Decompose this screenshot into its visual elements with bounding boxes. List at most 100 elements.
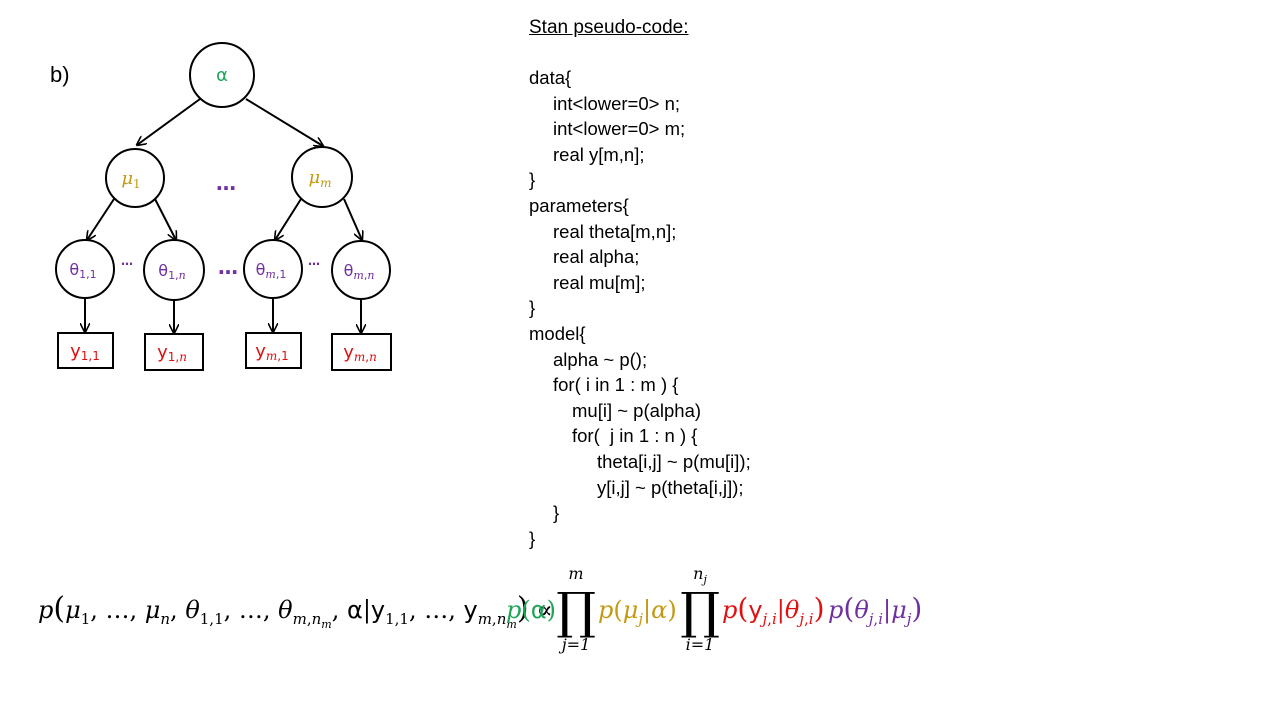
svg-text:θ1,1: θ1,1 [69, 260, 96, 281]
edge-mu1-theta1n [154, 198, 176, 240]
node-theta-m-1-sub: ,1 [276, 268, 287, 281]
node-y-m-1-sub: ,1 [277, 349, 288, 363]
node-theta-1-n-subi: n [179, 269, 186, 282]
node-y-1-1: y1,1 [57, 332, 114, 369]
node-theta-1-1: θ1,1 [55, 239, 115, 299]
svg-text:θ1,n: θ1,n [158, 261, 185, 282]
node-theta-1-n-base: θ [158, 261, 168, 280]
code-title: Stan pseudo-code: [529, 17, 689, 38]
formula-lhs-open: ( [53, 591, 65, 626]
product-1-lower: j=1 [559, 635, 591, 654]
product-2-symbol: ∏ [680, 582, 720, 640]
node-theta-m-n-subi: m [353, 269, 363, 282]
edge-mum-thetam1 [275, 198, 302, 240]
code-line: real y[m,n]; [553, 143, 645, 165]
node-y-1-1-sub: 1,1 [81, 349, 100, 363]
node-theta-m-1-base: θ [256, 260, 266, 279]
node-theta-m-1-subi: m [265, 268, 275, 281]
node-y-m-n-subi2: n [369, 350, 377, 364]
svg-text:θm,n: θm,n [344, 261, 375, 282]
node-theta-1-n: θ1,n [143, 239, 205, 301]
code-line: y[i,j] ~ p(theta[i,j]); [597, 476, 744, 498]
svg-text:p(α): p(α) [506, 596, 556, 624]
node-alpha-label: α [216, 65, 228, 86]
formula-lhs-p: p [38, 596, 53, 624]
node-mu-m-base: μ [308, 167, 320, 188]
node-theta-m-n-base: θ [344, 261, 354, 280]
node-y-m-1-subi: m [266, 349, 277, 363]
svg-text:p(θj,i|μj): p(θj,i|μj) [828, 592, 922, 628]
node-y-m-n-subi: m [354, 350, 365, 364]
product-2-upper-sub: j [700, 573, 707, 586]
svg-text:θm,1: θm,1 [256, 260, 287, 281]
code-line: } [553, 502, 560, 524]
node-theta-m-n-subi2: n [367, 269, 374, 282]
theta-ellipsis-1: … [121, 254, 133, 268]
posterior-formula: p(μ1, …, μn, θ1,1, …, θm,nm, α|y1,1, …, … [38, 564, 922, 654]
edge-alpha-mu1 [137, 98, 201, 145]
svg-text:μm: μm [308, 167, 331, 190]
node-theta-1-1-sub: 1,1 [79, 268, 97, 281]
node-mu-1: μ1 [105, 148, 165, 208]
node-mu-1-base: μ [121, 168, 133, 189]
code-line: model{ [529, 323, 586, 344]
node-y-m-1-base: y [255, 341, 266, 362]
svg-text:μ1: μ1 [121, 168, 140, 191]
code-line: parameters{ [529, 195, 629, 216]
product-2-upper: n [693, 564, 703, 583]
node-theta-1-n-sub: 1, [168, 269, 179, 282]
svg-text:p(yj,i|θj,i): p(yj,i|θj,i) [722, 592, 825, 628]
node-alpha: α [189, 42, 255, 108]
code-line: } [529, 169, 536, 191]
code-line: } [529, 297, 536, 319]
svg-text:p(μj|α): p(μj|α) [598, 596, 677, 628]
node-y-1-n-sub: 1, [168, 350, 179, 364]
code-line: for( i in 1 : m ) { [553, 374, 679, 396]
node-y-m-1: ym,1 [245, 332, 302, 369]
svg-text:y1,n: y1,n [157, 342, 187, 364]
svg-text:nj: nj [693, 564, 707, 586]
svg-text:ym,n: ym,n [343, 342, 377, 364]
node-y-m-n-sub: , [365, 350, 369, 364]
product-2-lower: i=1 [686, 635, 715, 654]
node-theta-m-1: θm,1 [243, 239, 303, 299]
edge-alpha-mum [245, 98, 323, 146]
svg-text:p(μ1, …, μn, θ1,1, …, θm,nm, α: p(μ1, …, μn, θ1,1, …, θm,nm, α|y1,1, …, … [38, 591, 553, 631]
product-1-symbol: ∏ [556, 582, 596, 640]
code-line: for( j in 1 : n ) { [572, 425, 698, 447]
formula-proportional: ∝ [537, 596, 553, 624]
code-line: real mu[m]; [553, 271, 646, 293]
node-theta-m-n: θm,n [331, 240, 391, 300]
node-y-m-n-base: y [343, 342, 354, 363]
mu-ellipsis: … [216, 171, 236, 195]
node-mu-m: μm [291, 146, 353, 208]
formula-alpha: α [347, 596, 363, 624]
node-y-1-n: y1,n [144, 333, 204, 371]
code-line: alpha ~ p(); [553, 348, 648, 370]
panel-label: b) [50, 62, 70, 87]
code-line: int<lower=0> n; [553, 92, 681, 114]
node-y-m-n: ym,n [331, 333, 392, 371]
theta-ellipsis-2: … [308, 254, 320, 268]
edge-mu1-theta11 [87, 198, 115, 240]
code-line: data{ [529, 67, 572, 88]
code-line: real theta[m,n]; [553, 220, 677, 242]
node-theta-m-n-sub: , [364, 269, 368, 282]
code-line: } [529, 527, 536, 549]
code-line: theta[i,j] ~ p(mu[i]); [597, 451, 751, 472]
code-line: mu[i] ~ p(alpha) [572, 399, 702, 421]
node-y-1-n-base: y [157, 342, 168, 363]
node-y-1-n-subi: n [179, 350, 187, 364]
code-line: real alpha; [553, 246, 640, 268]
node-y-1-1-base: y [70, 341, 81, 362]
graph-edges [85, 98, 362, 333]
svg-text:ym,1: ym,1 [255, 341, 289, 363]
node-theta-1-1-base: θ [69, 260, 79, 279]
product-1-upper: m [568, 564, 583, 583]
theta-ellipsis-mid: … [218, 255, 238, 279]
node-mu-1-sub: 1 [133, 177, 141, 191]
edge-mum-thetamn [343, 198, 362, 240]
svg-text:y1,1: y1,1 [70, 341, 100, 363]
formula-bar: | [363, 596, 371, 625]
node-mu-m-sub: m [320, 176, 331, 190]
